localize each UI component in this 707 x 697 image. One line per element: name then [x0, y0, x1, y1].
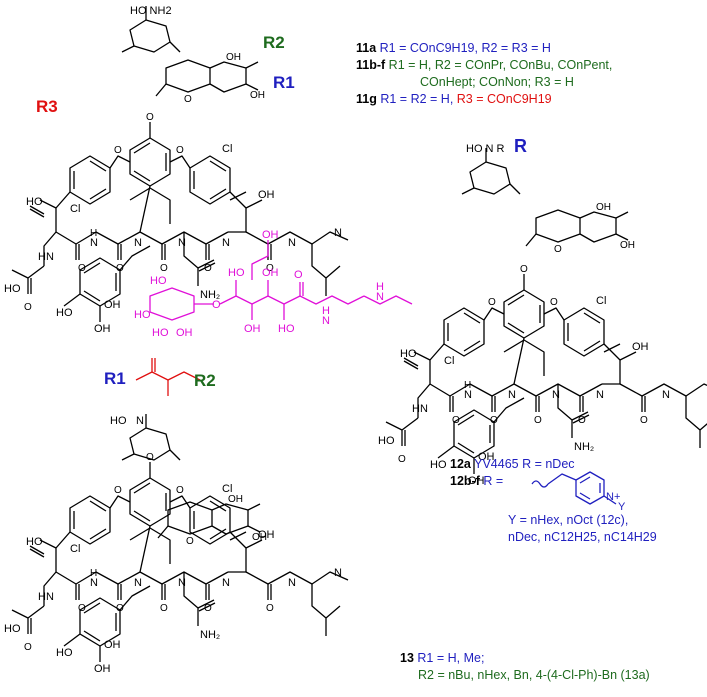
svg-text:H: H — [322, 305, 330, 317]
legend-12-substituents: Y = nHex, nOct (12c), nDec, nC12H25, nC1… — [508, 512, 657, 546]
label-11a: 11a — [356, 41, 377, 55]
r2-label-bottom: R2 — [194, 371, 216, 390]
svg-text:OH: OH — [262, 267, 279, 279]
svg-text:N: N — [376, 291, 384, 303]
structure-11: HO NH2 R2 R1 R3 — [3, 5, 349, 336]
label-12a: 12a — [450, 457, 471, 471]
svg-text:O: O — [294, 269, 303, 281]
legend-12: 12a YV4465 R = nDec 12b-f R = — [450, 456, 575, 490]
pyridinium-y-label: Y — [618, 501, 626, 512]
svg-text:HO: HO — [110, 415, 127, 427]
legend-11bf-text-cont: COnHept; COnNon; R3 = H — [420, 75, 574, 89]
structure-13: R1 R2 HO N — [3, 358, 349, 676]
svg-text:O: O — [212, 299, 221, 311]
legend-12-y-line1: Y = nHex, nOct (12c), — [508, 513, 629, 527]
legend-13-r1-text: R1 = H, Me; — [417, 651, 485, 665]
label-11g: 11g — [356, 92, 377, 106]
sugar-label-middle: HO N R — [466, 143, 505, 155]
pyridinium-substituent: N+ Y — [531, 471, 626, 512]
pyridinium-n-label: N+ — [606, 491, 620, 503]
legend-11: 11a R1 = COnC9H19, R2 = R3 = H 11b-f R1 … — [356, 40, 612, 108]
legend-12-y-line2: nDec, nC12H25, nC14H29 — [508, 530, 657, 544]
legend-11g-text-b: R3 = COnC9H19 — [456, 92, 552, 106]
linker-magenta: HO HO HO OH O HO OH OH HO O OH H N H N — [134, 229, 413, 339]
svg-text:HO: HO — [150, 275, 167, 287]
svg-text:OH: OH — [262, 229, 279, 241]
label-12bf: 12b-f — [450, 474, 480, 488]
legend-11bf-text: R1 = H, R2 = COnPr, COnBu, COnPent, — [388, 58, 613, 72]
svg-text:N: N — [136, 415, 144, 427]
svg-text:HO: HO — [134, 309, 151, 321]
r1-label-bottom: R1 — [104, 369, 126, 388]
amino-sugar-middle: HO N R — [461, 143, 521, 195]
structure-12: HO N R R — [377, 136, 707, 488]
svg-text:OH: OH — [176, 327, 193, 339]
legend-11a-text: R1 = COnC9H19, R2 = R3 = H — [379, 41, 551, 55]
ester-chain — [135, 358, 201, 396]
svg-text:HO: HO — [228, 267, 245, 279]
legend-13: 13 R1 = H, Me; R2 = nBu, nHex, Bn, 4-(4-… — [400, 650, 650, 684]
svg-text:H: H — [376, 281, 384, 293]
amino-sugar-bottom: HO N — [110, 413, 181, 461]
legend-11g-text-a: R1 = R2 = H, — [380, 92, 457, 106]
legend-12bf-text: R = — [483, 474, 504, 488]
label-13: 13 — [400, 651, 414, 665]
r2-label-top: R2 — [263, 33, 285, 52]
r-label-middle: R — [514, 136, 527, 156]
legend-13-r2-text: R2 = nBu, nHex, Bn, 4-(4-Cl-Ph)-Bn (13a) — [418, 668, 650, 682]
sugar-label-top: HO NH2 — [130, 5, 172, 17]
amino-sugar-top: HO NH2 — [121, 5, 181, 53]
svg-text:HO: HO — [152, 327, 169, 339]
r3-label-top: R3 — [36, 97, 58, 116]
svg-text:OH: OH — [244, 323, 261, 335]
label-11bf: 11b-f — [356, 58, 386, 72]
svg-text:N: N — [322, 315, 330, 327]
svg-text:HO: HO — [278, 323, 295, 335]
r1-label-top: R1 — [273, 73, 295, 92]
legend-12a-text: YV4465 R = nDec — [474, 457, 575, 471]
